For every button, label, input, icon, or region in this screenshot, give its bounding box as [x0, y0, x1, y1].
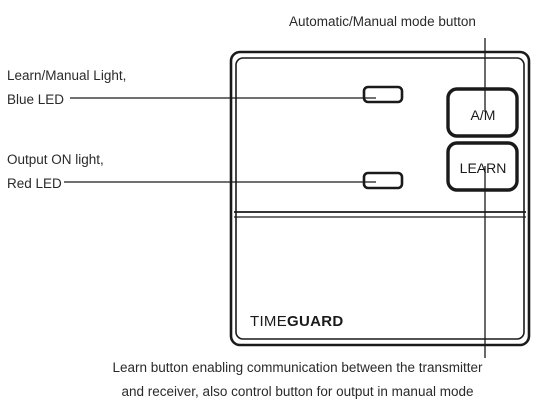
brand-logo: TIMEGUARD	[250, 313, 344, 330]
learn-button-label: LEARN	[460, 160, 507, 176]
brand-logo-part2: GUARD	[287, 313, 344, 330]
learn-button-callout: Learn button enabling communication betw…	[0, 356, 550, 404]
learn-button[interactable]: LEARN	[446, 141, 519, 192]
learn-light-callout-line2: Blue LED	[7, 92, 65, 107]
am-button[interactable]: A/M	[446, 87, 519, 138]
learn-button-callout-line2: and receiver, also control button for ou…	[121, 384, 474, 399]
am-button-label: A/M	[471, 107, 496, 123]
learn-light-callout-line1: Learn/Manual Light,	[7, 68, 127, 83]
blue-led	[362, 85, 404, 104]
red-led	[362, 171, 404, 190]
mode-button-callout: Automatic/Manual mode button	[289, 10, 476, 34]
device-housing-inner	[235, 57, 525, 340]
output-light-callout-line1: Output ON light,	[7, 152, 104, 167]
learn-light-callout: Learn/Manual Light, Blue LED	[7, 64, 126, 112]
mode-button-callout-text: Automatic/Manual mode button	[289, 14, 476, 29]
output-light-callout-line2: Red LED	[7, 176, 62, 191]
learn-button-callout-line1: Learn button enabling communication betw…	[112, 360, 483, 375]
output-light-callout: Output ON light, Red LED	[7, 148, 104, 196]
am-button-frame	[446, 87, 519, 138]
brand-logo-part1: TIME	[250, 313, 287, 330]
learn-button-frame	[446, 141, 519, 192]
